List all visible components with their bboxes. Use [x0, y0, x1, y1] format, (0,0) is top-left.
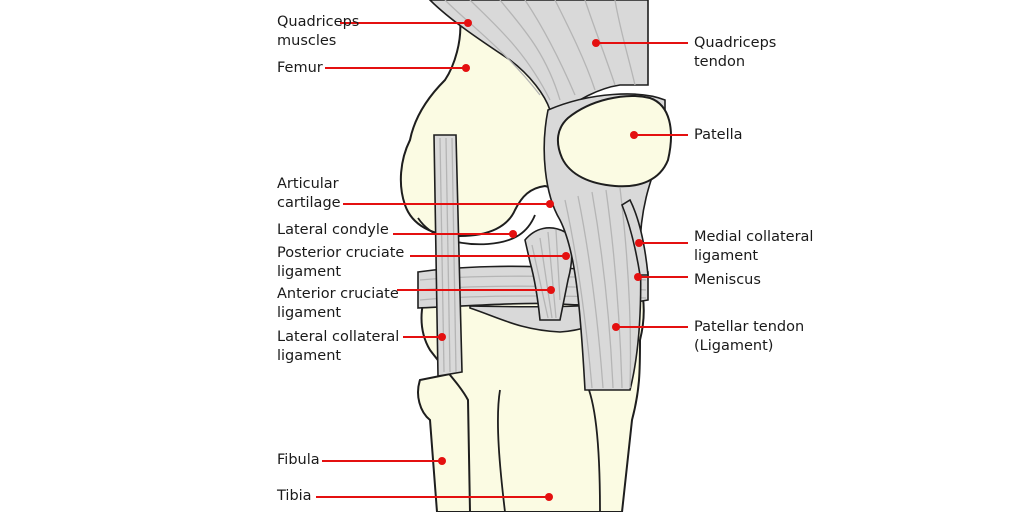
- leader-dot-anterior-cruciate: [547, 286, 555, 294]
- leader-dot-lateral-condyle: [509, 230, 517, 238]
- leader-dot-patella: [630, 131, 638, 139]
- leader-dot-fibula: [438, 457, 446, 465]
- leader-dot-quadriceps-muscles: [464, 19, 472, 27]
- label-tibia: Tibia: [277, 488, 312, 504]
- label-meniscus: Meniscus: [694, 272, 761, 288]
- leader-dot-medial-collateral: [635, 239, 643, 247]
- patella-bone: [556, 95, 672, 188]
- patellar-tendon-stripes: [564, 187, 632, 389]
- label-lateral-condyle: Lateral condyle: [277, 222, 389, 238]
- cruciate-stripes: [531, 229, 561, 319]
- quadriceps-stripes: [444, 0, 636, 101]
- leader-dot-tibia: [545, 493, 553, 501]
- leader-dot-articular-cartilage: [546, 200, 554, 208]
- leader-lines: [316, 19, 688, 501]
- leader-dot-meniscus: [634, 273, 642, 281]
- label-femur: Femur: [277, 60, 323, 76]
- leader-dot-quadriceps-tendon: [592, 39, 600, 47]
- label-patellar-tendon: Patellar tendon(Ligament): [694, 319, 805, 354]
- leader-dot-posterior-cruciate: [562, 252, 570, 260]
- label-fibula: Fibula: [277, 452, 320, 468]
- leader-dot-femur: [462, 64, 470, 72]
- femur-condyle-outline: [417, 214, 536, 246]
- leader-dot-lateral-collateral: [438, 333, 446, 341]
- label-patella: Patella: [694, 127, 743, 143]
- leader-dot-patellar-tendon: [612, 323, 620, 331]
